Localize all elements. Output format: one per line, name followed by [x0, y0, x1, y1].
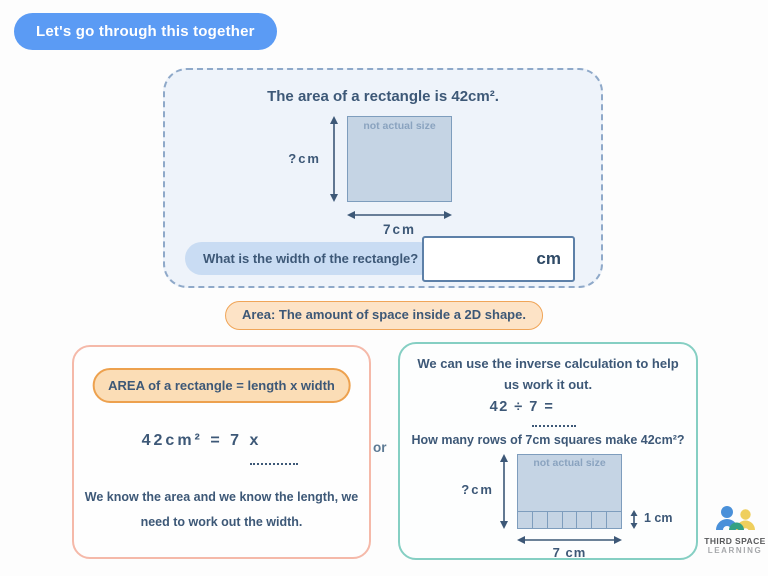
logo-people-icon [716, 506, 755, 530]
lesson-banner: Let's go through this together [14, 13, 277, 50]
missing-value-line [250, 463, 298, 465]
logo-text-line1: THIRD SPACE [704, 536, 766, 546]
or-label: or [373, 440, 387, 455]
missing-answer-line [532, 425, 576, 427]
inverse-intro-post: calculation to help [560, 356, 679, 371]
inverse-intro-line2: us work it out. [503, 377, 593, 392]
formula-explanation: We know the area and we know the length,… [74, 485, 369, 535]
area-definition-pill: Area: The amount of space inside a 2D sh… [225, 301, 543, 330]
inverse-intro-line1: We can use the inverse calculation to he… [400, 356, 696, 371]
question-card: The area of a rectangle is 42cm². not ac… [163, 68, 603, 288]
inverse-method-box: We can use the inverse calculation to he… [398, 342, 698, 560]
inverse-intro-pre: We can use the [417, 356, 516, 371]
height-label-2: ?cm [461, 482, 494, 497]
unit-square [592, 512, 608, 528]
height-arrow-icon [330, 116, 338, 202]
unit-square [518, 512, 533, 528]
formula-explanation-line2: need to work out the width. [140, 515, 303, 529]
question-pill: What is the width of the rectangle? [185, 242, 437, 275]
unit-squares-row [518, 511, 621, 528]
division-equation: 42 ÷ 7 = [489, 399, 555, 415]
height-label: ?cm [288, 151, 321, 166]
answer-unit-label: cm [536, 249, 561, 268]
unit-square [563, 512, 578, 528]
answer-box[interactable]: cm [422, 236, 575, 282]
rows-question: How many rows of 7cm squares make 42cm²? [411, 433, 685, 447]
area-equation: 42cm² = 7 x [141, 432, 262, 449]
row-height-label: 1 cm [644, 511, 673, 525]
width-arrow-icon [347, 211, 452, 219]
rectangle-diagram: not actual size [347, 116, 452, 202]
not-actual-size-label-2: not actual size [533, 457, 606, 469]
inverse-keyword: inverse [515, 356, 561, 371]
formula-method-box: AREA of a rectangle = length x width 42c… [72, 345, 371, 559]
unit-square [548, 512, 563, 528]
answer-input[interactable] [424, 238, 537, 280]
not-actual-size-label: not actual size [363, 120, 436, 132]
height-arrow-icon-2 [500, 454, 508, 529]
unit-square [607, 512, 621, 528]
unit-square [577, 512, 593, 528]
question-card-title: The area of a rectangle is 42cm². [267, 88, 499, 105]
area-formula-pill: AREA of a rectangle = length x width [92, 368, 351, 403]
third-space-learning-logo: THIRD SPACE LEARNING [703, 504, 767, 555]
formula-explanation-line1: We know the area and we know the length,… [84, 490, 359, 504]
width-arrow-icon-2 [517, 536, 622, 544]
rows-rectangle-diagram: not actual size [517, 454, 622, 529]
logo-text-line2: LEARNING [707, 546, 763, 555]
width-label: 7cm [382, 222, 417, 237]
unit-square [533, 512, 548, 528]
row-height-arrow-icon [630, 510, 638, 529]
width-label-2: 7 cm [552, 545, 587, 560]
